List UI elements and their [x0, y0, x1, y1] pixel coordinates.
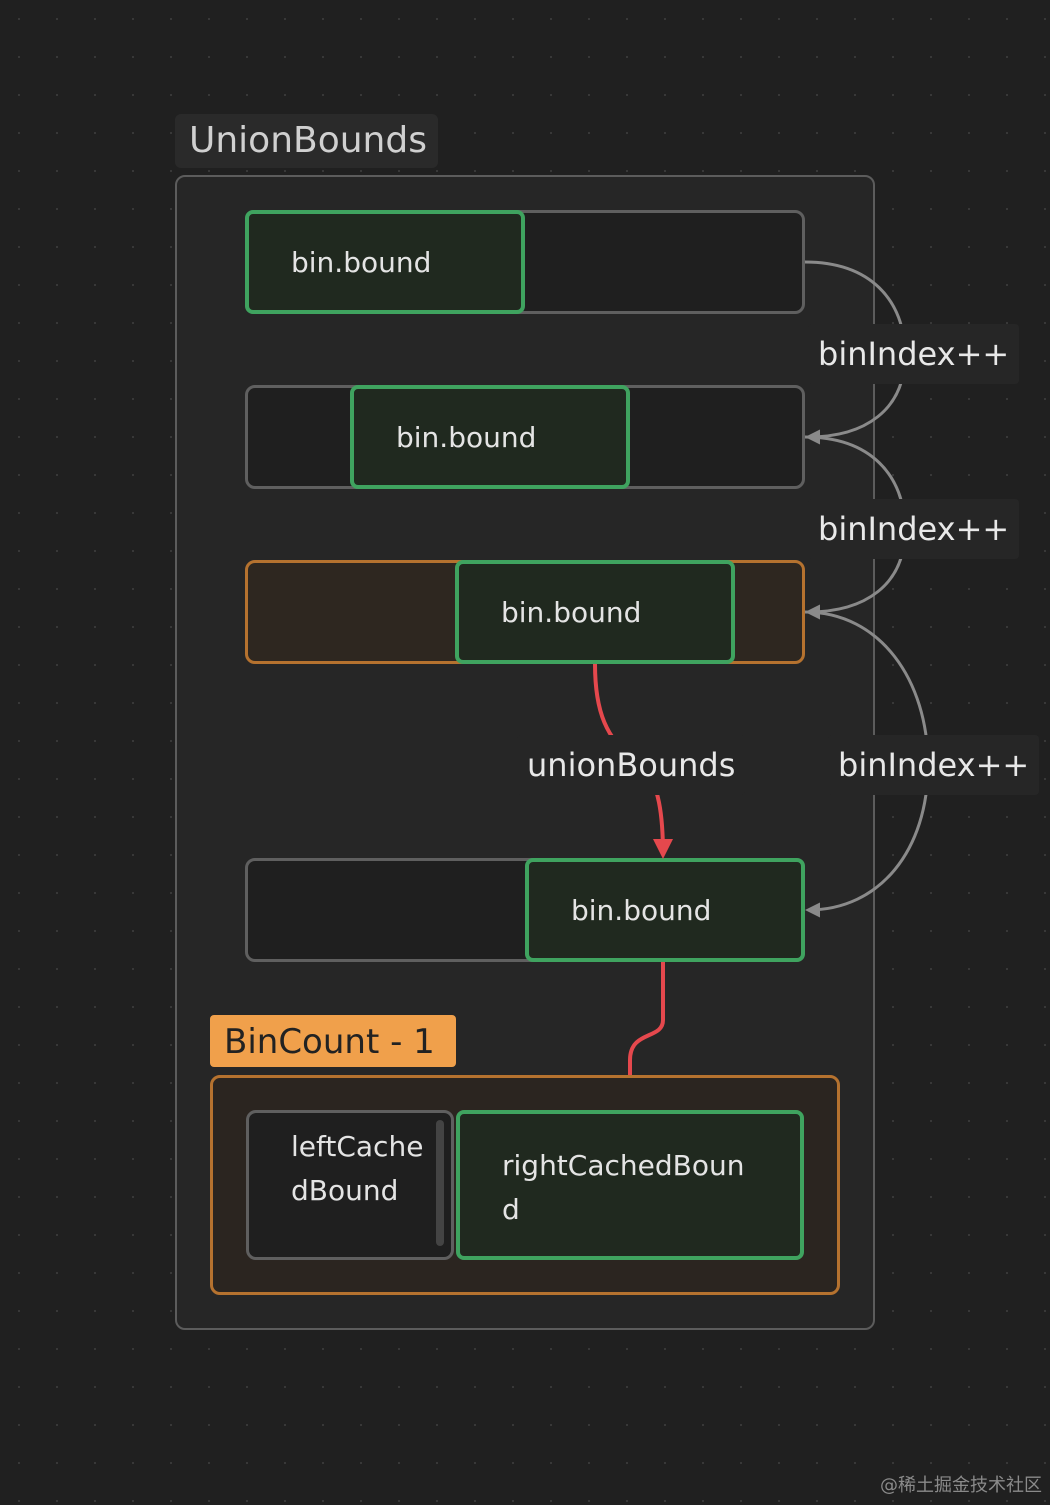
bin-count-badge: BinCount - 1 [210, 1015, 456, 1067]
left-cached-bound: leftCachedBound [246, 1110, 454, 1260]
union-bounds-title: UnionBounds [175, 114, 438, 168]
bin-index-label-1: binIndex++ [808, 499, 1020, 559]
bin-bound-label: bin.bound [291, 245, 432, 279]
bin-bound-0: bin.bound [245, 210, 525, 314]
bin-bound-label: bin.bound [396, 420, 537, 454]
left-cached-bound-label: leftCachedBound [291, 1130, 424, 1207]
bin-bound-2: bin.bound [455, 560, 735, 664]
bin-bound-label: bin.bound [571, 893, 712, 927]
right-cached-bound-label: rightCachedBound [502, 1149, 745, 1226]
final-edge [620, 962, 665, 1110]
left-cache-scrollbar[interactable] [436, 1120, 444, 1246]
union-bounds-label: unionBounds [517, 735, 746, 795]
bin-bound-label: bin.bound [501, 595, 642, 629]
bin-bound-1: bin.bound [350, 385, 630, 489]
bin-bound-3: bin.bound [525, 858, 805, 962]
bin-index-label-0: binIndex++ [808, 324, 1020, 384]
right-cached-bound: rightCachedBound [456, 1110, 804, 1260]
watermark: @稀土掘金技术社区 [880, 1475, 1042, 1496]
bin-index-label-2: binIndex++ [828, 735, 1040, 795]
